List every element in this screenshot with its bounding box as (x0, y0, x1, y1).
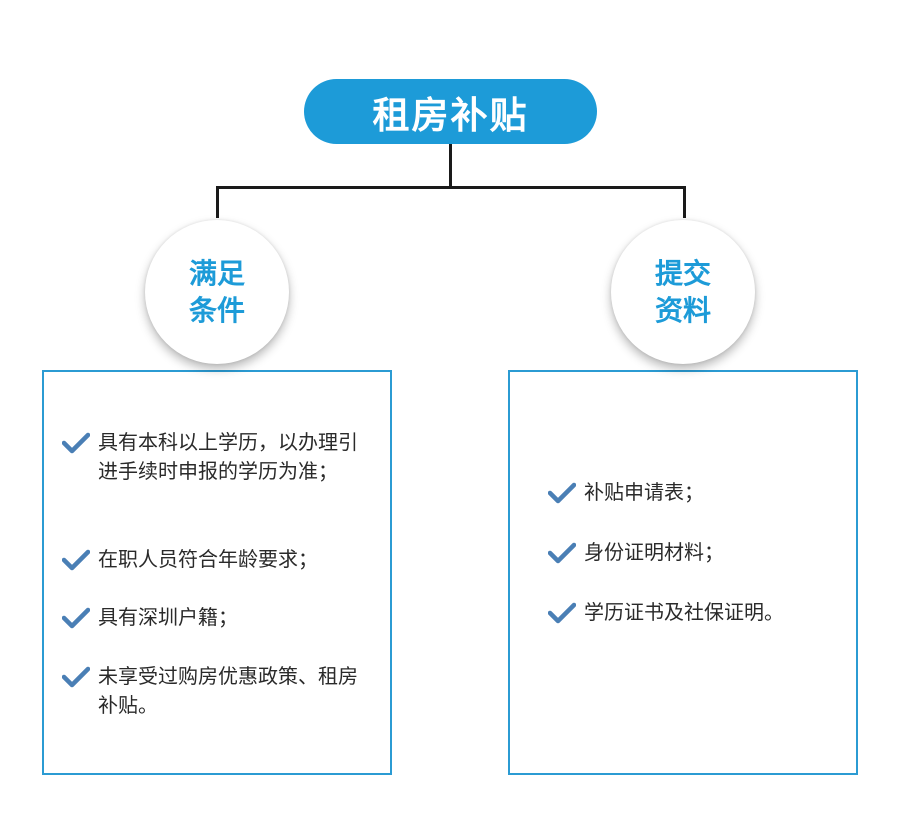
list-item: 学历证书及社保证明。 (548, 598, 834, 627)
branch-node-materials: 提交 资料 (611, 220, 755, 364)
list-item-text: 具有本科以上学历，以办理引进手续时申报的学历为准； (98, 430, 358, 483)
list-item-text: 未享受过购房优惠政策、租房补贴。 (98, 664, 358, 717)
list-item-text: 补贴申请表； (584, 480, 704, 504)
connector-right-drop (683, 186, 686, 218)
list-item: 未享受过购房优惠政策、租房补贴。 (62, 662, 374, 720)
branch-node-conditions: 满足 条件 (145, 220, 289, 364)
branch-title-line1: 提交 (654, 257, 711, 290)
check-icon (62, 666, 90, 688)
list-item-text: 学历证书及社保证明。 (584, 600, 784, 624)
root-title: 租房补贴 (372, 93, 529, 137)
list-item: 补贴申请表； (548, 478, 834, 507)
conditions-box (42, 370, 392, 775)
root-node: 租房补贴 (304, 79, 597, 144)
check-icon (548, 602, 576, 624)
connector-horizontal (216, 186, 686, 189)
check-icon (62, 432, 90, 454)
check-icon (62, 607, 90, 629)
list-item: 在职人员符合年龄要求； (62, 545, 374, 574)
branch-title-line2: 资料 (654, 294, 711, 327)
list-item: 身份证明材料； (548, 538, 834, 567)
list-item-text: 身份证明材料； (584, 540, 724, 564)
connector-root-stem (449, 144, 452, 188)
check-icon (548, 482, 576, 504)
check-icon (548, 542, 576, 564)
list-item: 具有本科以上学历，以办理引进手续时申报的学历为准； (62, 428, 374, 486)
check-icon (62, 549, 90, 571)
list-item-text: 具有深圳户籍； (98, 605, 238, 629)
materials-box (508, 370, 858, 775)
connector-left-drop (216, 186, 219, 218)
list-item-text: 在职人员符合年龄要求； (98, 547, 318, 571)
list-item: 具有深圳户籍； (62, 603, 374, 632)
branch-title-line2: 条件 (188, 294, 245, 327)
branch-title-line1: 满足 (188, 257, 245, 290)
